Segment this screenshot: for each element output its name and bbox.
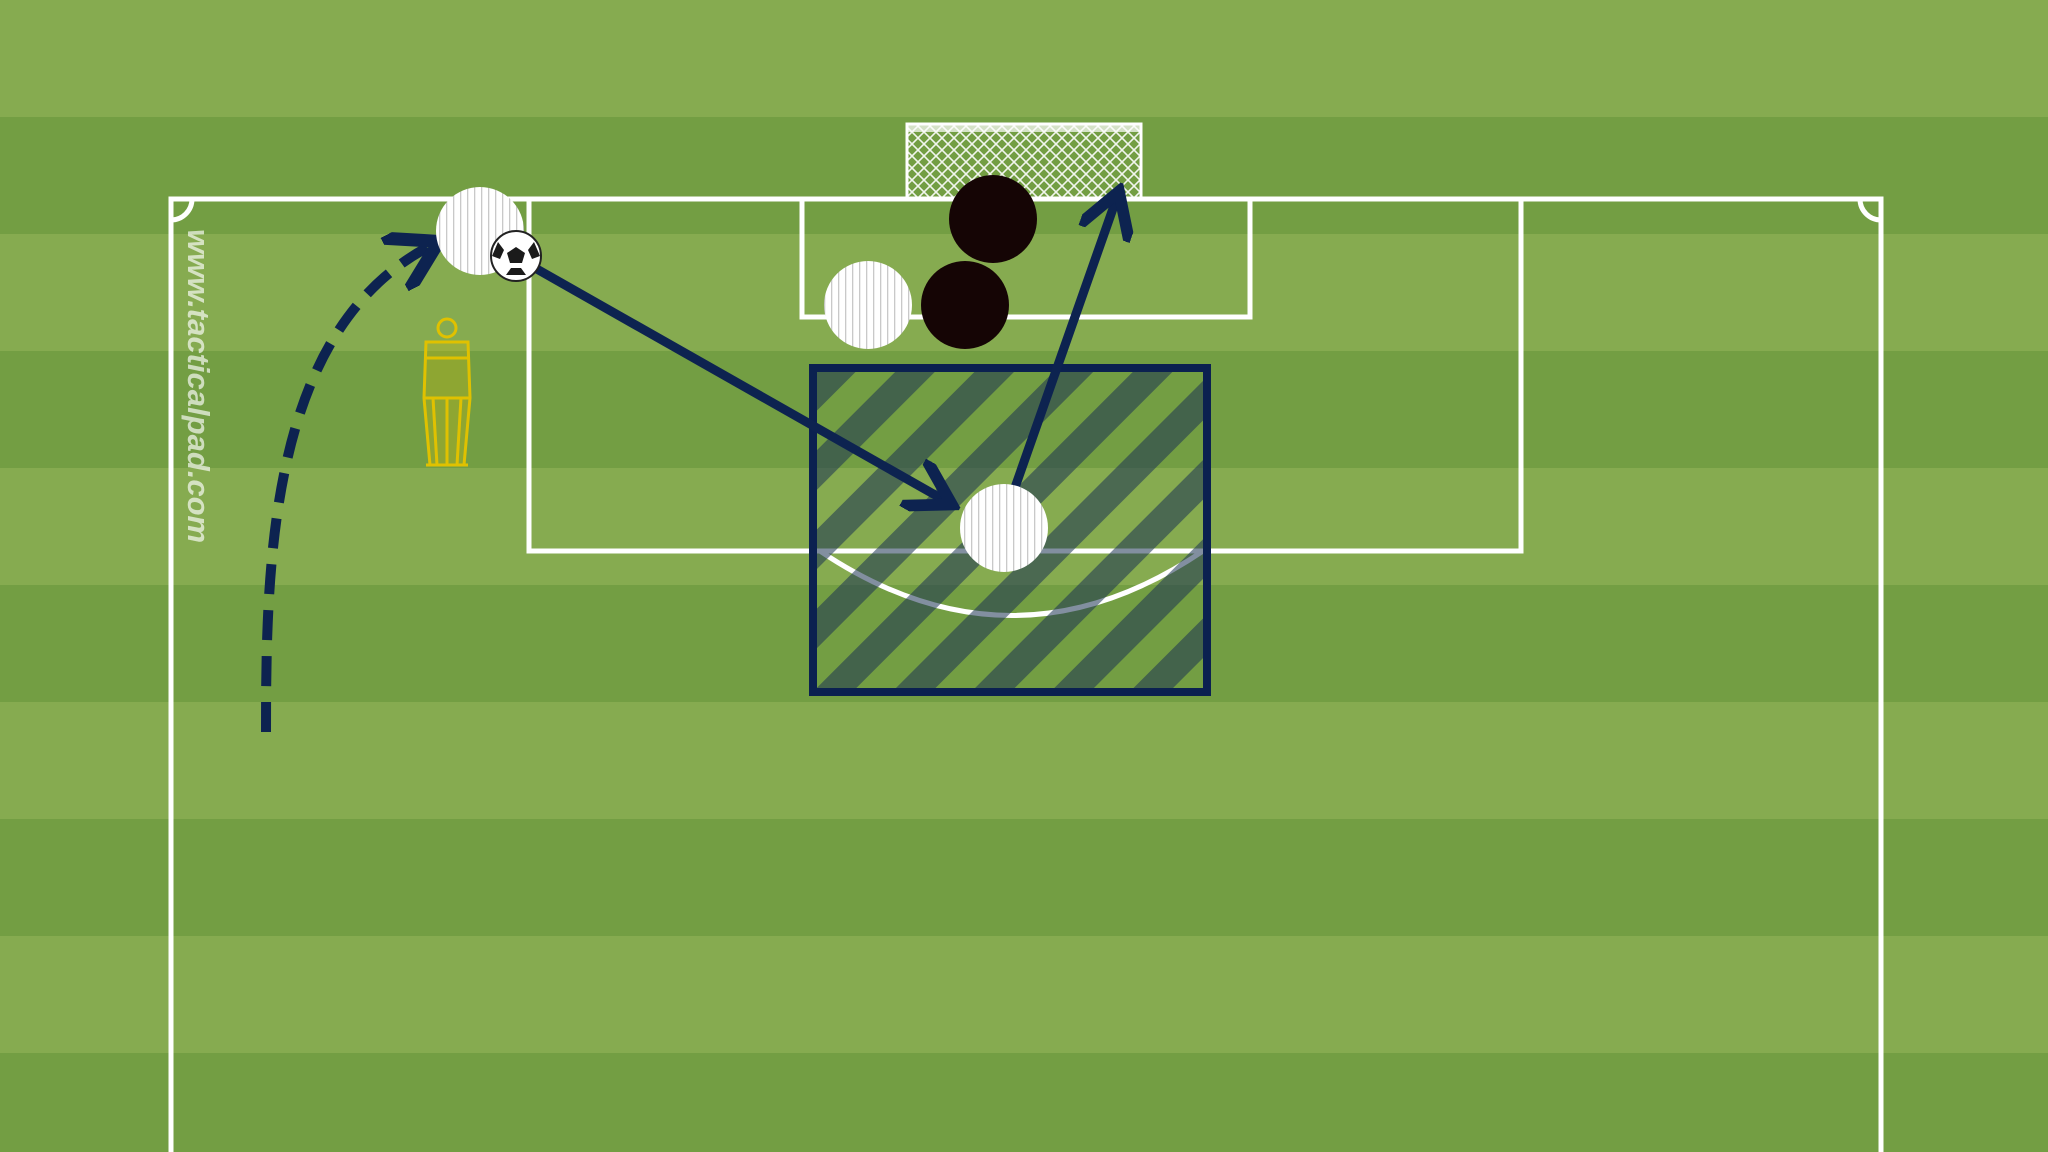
defender-player-goalkeeper[interactable] [949,175,1037,263]
corner-arc-left [170,198,195,223]
grass-stripe [0,936,2048,1054]
pass-arrow [525,260,944,500]
attacker-run-path [261,246,430,733]
grass-stripe [0,0,2048,118]
attacker-player-shooter[interactable] [960,484,1048,572]
attacker-player-near-post[interactable] [824,261,912,349]
soccer-ball-icon[interactable] [490,230,542,282]
corner-arc-right [1857,198,1882,223]
grass-stripe [0,702,2048,820]
watermark-text: www.tacticalpad.com [181,229,216,543]
grass-stripe [0,234,2048,352]
goal-net-icon [905,122,1143,201]
training-mannequin-icon [422,317,472,467]
grass-stripe [0,819,2048,937]
defender-player[interactable] [921,261,1009,349]
shot-arrow [1007,200,1116,498]
grass-stripe [0,1053,2048,1152]
